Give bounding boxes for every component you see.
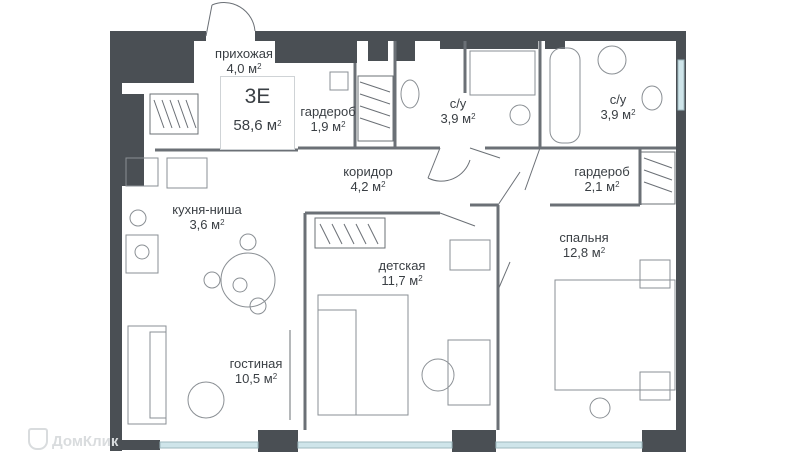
shield-icon — [28, 428, 48, 450]
wardrobe-hatching — [149, 75, 676, 249]
inner-walls — [155, 41, 676, 430]
windows — [159, 59, 685, 449]
furniture — [125, 45, 676, 425]
walls — [110, 31, 686, 452]
apartment-code: 3E — [244, 85, 271, 108]
apartment-summary-card: 3E 58,6 м2 — [220, 76, 295, 150]
apartment-total-area: 58,6 м2 — [233, 117, 282, 134]
watermark-logo: ДомКлик — [28, 428, 118, 450]
doors — [205, 2, 541, 420]
